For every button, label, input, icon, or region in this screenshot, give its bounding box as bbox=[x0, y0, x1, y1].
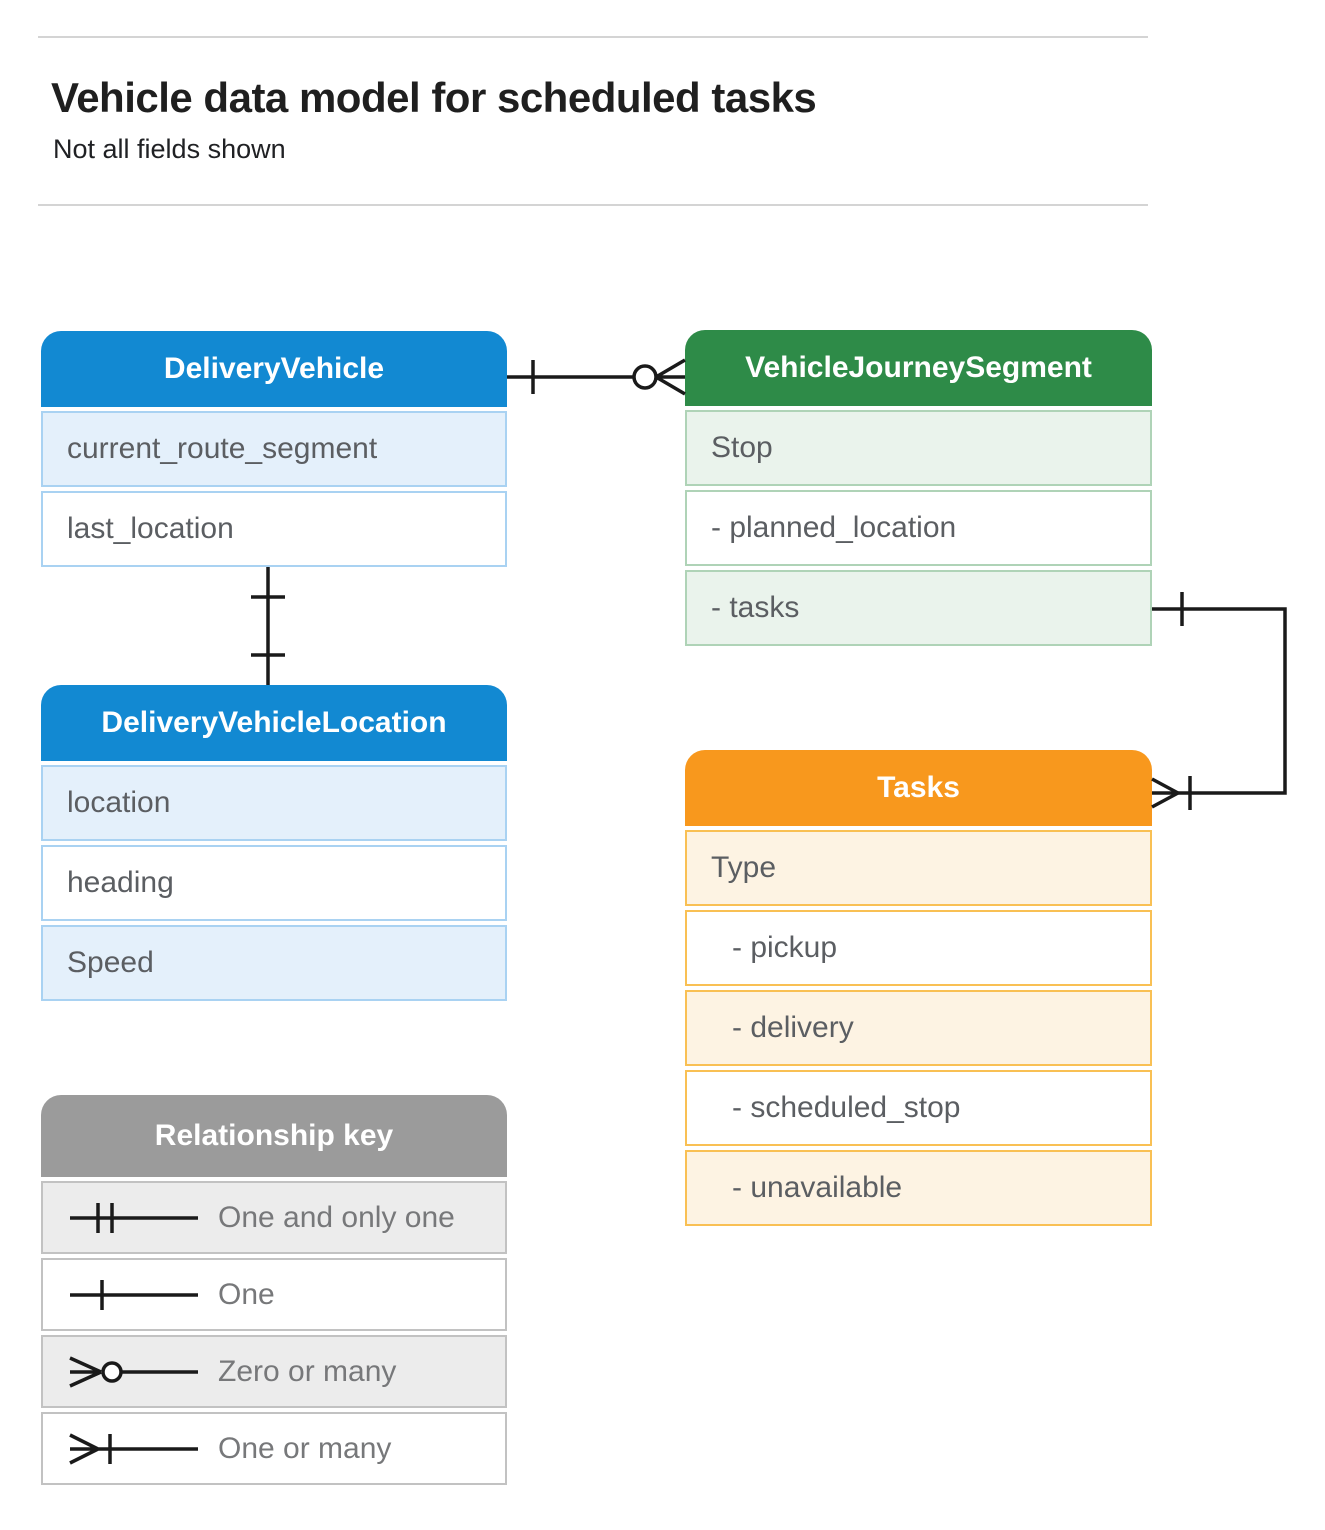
legend-label: One bbox=[218, 1277, 275, 1311]
legend-item: One bbox=[41, 1258, 507, 1331]
field-row: heading bbox=[41, 845, 507, 921]
one-and-only-one-icon bbox=[70, 1202, 198, 1233]
field-row: location bbox=[41, 765, 507, 841]
entity-vehicle-journey-segment-title: VehicleJourneySegment bbox=[685, 330, 1152, 406]
top-divider bbox=[38, 36, 1148, 38]
legend-item: One and only one bbox=[41, 1181, 507, 1254]
field-row: Speed bbox=[41, 925, 507, 1001]
field-row: - planned_location bbox=[685, 490, 1152, 566]
field-row: - scheduled_stop bbox=[685, 1070, 1152, 1146]
legend-label: One or many bbox=[218, 1431, 392, 1465]
page-title: Vehicle data model for scheduled tasks bbox=[51, 74, 817, 121]
entity-delivery-vehicle-location: DeliveryVehicleLocation location heading… bbox=[41, 685, 507, 1001]
zero-circle-icon bbox=[632, 364, 658, 390]
zero-or-many-icon bbox=[69, 1355, 198, 1388]
relationship-key-title: Relationship key bbox=[41, 1095, 507, 1177]
crow-foot-icon bbox=[655, 358, 686, 396]
header-divider bbox=[38, 204, 1148, 206]
field-row: - tasks bbox=[685, 570, 1152, 646]
legend-item: One or many bbox=[41, 1412, 507, 1485]
relationship-key: Relationship key One and only one One bbox=[41, 1095, 507, 1485]
entity-vehicle-journey-segment: VehicleJourneySegment Stop - planned_loc… bbox=[685, 330, 1152, 646]
legend-label: One and only one bbox=[218, 1200, 455, 1234]
entity-tasks: Tasks Type - pickup - delivery - schedul… bbox=[685, 750, 1152, 1226]
legend-item: Zero or many bbox=[41, 1335, 507, 1408]
legend-label: Zero or many bbox=[218, 1354, 397, 1388]
field-row: - delivery bbox=[685, 990, 1152, 1066]
entity-delivery-vehicle-title: DeliveryVehicle bbox=[41, 331, 507, 407]
one-icon bbox=[70, 1279, 198, 1310]
field-row: - pickup bbox=[685, 910, 1152, 986]
connector-vehiclejourneysegment-to-tasks bbox=[1151, 592, 1287, 810]
entity-tasks-title: Tasks bbox=[685, 750, 1152, 826]
connector-deliveryvehicle-to-deliveryvehiclelocation bbox=[251, 567, 285, 685]
field-row: - unavailable bbox=[685, 1150, 1152, 1226]
entity-delivery-vehicle: DeliveryVehicle current_route_segment la… bbox=[41, 331, 507, 567]
field-row: Type bbox=[685, 830, 1152, 906]
field-row: Stop bbox=[685, 410, 1152, 486]
entity-delivery-vehicle-location-title: DeliveryVehicleLocation bbox=[41, 685, 507, 761]
crow-foot-icon bbox=[1151, 777, 1179, 809]
connector-deliveryvehicle-to-vehiclejourneysegment bbox=[507, 358, 686, 396]
page-subtitle: Not all fields shown bbox=[53, 134, 286, 164]
one-or-many-icon bbox=[69, 1432, 198, 1465]
field-row: last_location bbox=[41, 491, 507, 567]
field-row: current_route_segment bbox=[41, 411, 507, 487]
